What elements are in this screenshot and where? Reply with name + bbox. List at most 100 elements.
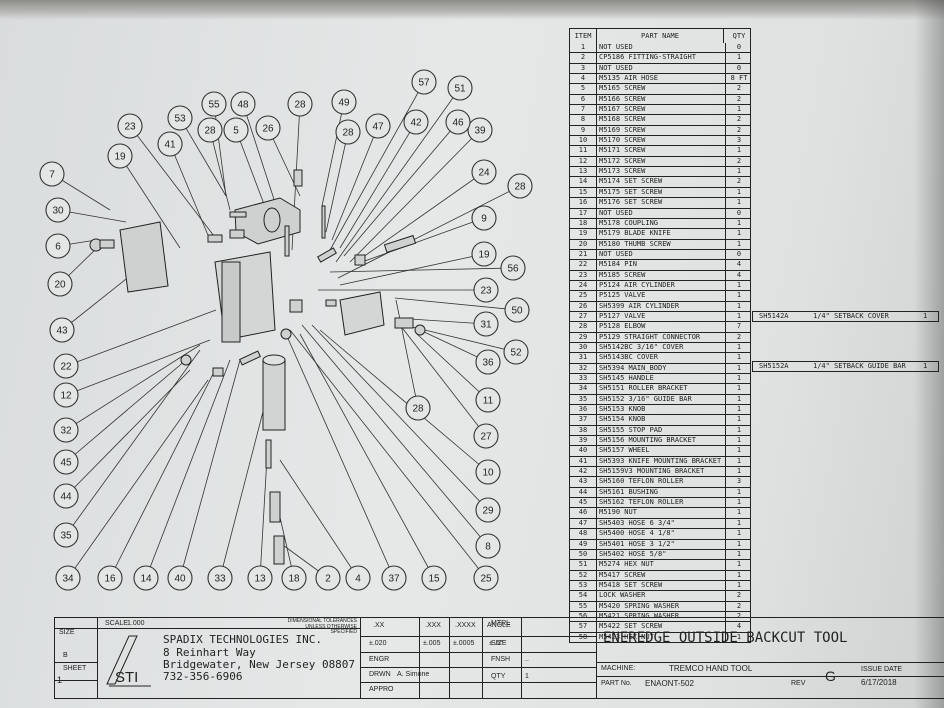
row-qty: 1 xyxy=(736,632,742,641)
leader-line xyxy=(335,87,461,263)
row-qty: 1 xyxy=(736,187,742,196)
balloon-number: 39 xyxy=(474,126,486,137)
machine-label: MACHINE: xyxy=(601,665,636,672)
row-item: 2 xyxy=(570,53,597,63)
issue-date-label: ISSUE DATE xyxy=(861,666,903,673)
row-qty: 3 xyxy=(736,477,742,486)
part-balloon: 53 xyxy=(167,105,193,131)
row-qty: 1 xyxy=(736,384,742,393)
part-balloon: 39 xyxy=(467,117,493,143)
balloon-number: 37 xyxy=(388,574,400,585)
row-item: 5 xyxy=(570,84,597,94)
leader-line xyxy=(109,369,216,579)
balloon-number: 55 xyxy=(208,100,220,111)
row-qty: 1 xyxy=(736,198,742,207)
row-item: 27 xyxy=(570,311,597,322)
part-balloon: 44 xyxy=(53,483,79,509)
row-part-name: SH5142BC 3/16" COVER xyxy=(597,342,726,353)
row-qty: 2 xyxy=(736,332,742,341)
part-balloon: 18 xyxy=(281,565,307,591)
row-qty: 1 xyxy=(736,425,742,434)
part-balloon: 16 xyxy=(97,565,123,591)
row-qty: 1 xyxy=(736,229,742,238)
alternate-part-qty: 1 xyxy=(923,312,928,320)
title-block: SIZE SCALE 1.000 B SHEET 1 STI SPADIX TE… xyxy=(54,617,944,699)
row-item: 50 xyxy=(570,549,597,560)
leader-line xyxy=(289,329,487,579)
row-part-name: M5175 SET SCREW xyxy=(597,187,726,198)
row-item: 39 xyxy=(570,436,597,446)
part-balloon: 5 xyxy=(223,117,249,143)
leader-line xyxy=(319,329,489,473)
row-qty: 1 xyxy=(736,353,742,362)
row-qty: 0 xyxy=(736,249,742,258)
leader-line xyxy=(355,171,485,263)
row-part-name: SH5157 WHEEL xyxy=(597,446,726,456)
balloon-number: 5 xyxy=(233,126,239,137)
balloon-number: 57 xyxy=(418,78,430,89)
row-qty: 2 xyxy=(736,177,742,186)
leader-line xyxy=(329,81,425,251)
part-balloon: 56 xyxy=(500,255,526,281)
row-part-name: M5176 SET SCREW xyxy=(597,198,726,208)
balloon-number: 49 xyxy=(338,98,350,109)
row-part-name: SH5401 HOSE 3 1/2" xyxy=(597,539,726,549)
part-balloon: 35 xyxy=(53,522,79,548)
row-item: 49 xyxy=(570,539,597,549)
row-item: 10 xyxy=(570,136,597,146)
row-item: 19 xyxy=(570,229,597,239)
row-part-name: M5422 SET SCREW xyxy=(597,622,726,632)
row-part-name: P5125 VALVE xyxy=(597,291,726,301)
row-item: 28 xyxy=(570,322,597,332)
balloon-number: 28 xyxy=(204,126,216,137)
row-qty: 1 xyxy=(736,342,742,351)
row-item: 12 xyxy=(570,156,597,167)
row-part-name: SH5393 KNIFE MOUNTING BRACKET xyxy=(597,456,726,467)
leader-line xyxy=(339,121,417,249)
balloon-number: 28 xyxy=(514,182,526,193)
row-qty: 1 xyxy=(736,363,742,372)
row-qty: 1 xyxy=(736,436,742,445)
leader-line xyxy=(325,131,349,233)
row-qty: 1 xyxy=(736,539,742,548)
row-item: 15 xyxy=(570,187,597,198)
leader-line xyxy=(329,267,514,273)
leader-line xyxy=(321,101,345,207)
row-qty: 1 xyxy=(736,146,742,155)
size2-label: SIZE xyxy=(491,640,507,647)
part-balloon: 6 xyxy=(45,233,71,259)
row-item: 8 xyxy=(570,115,597,125)
row-item: 16 xyxy=(570,198,597,208)
part-balloon: 33 xyxy=(207,565,233,591)
fnsh-label: FNSH xyxy=(491,656,511,663)
balloon-number: 43 xyxy=(56,326,68,337)
part-balloon: 42 xyxy=(403,109,429,135)
row-qty: 1 xyxy=(736,311,742,320)
company-address-1: 8 Reinhart Way xyxy=(163,646,256,659)
part-balloon: 48 xyxy=(230,91,256,117)
balloon-number: 18 xyxy=(288,574,300,585)
part-balloon: 14 xyxy=(133,565,159,591)
balloon-number: 36 xyxy=(482,358,494,369)
sheet-label: SHEET xyxy=(63,665,87,672)
parts-list-header: ITEM PART NAME QTY xyxy=(569,28,751,43)
part-balloon: 40 xyxy=(167,565,193,591)
row-part-name: M5274 HEX NUT xyxy=(597,560,726,570)
row-qty: 2 xyxy=(736,84,742,93)
leader-line xyxy=(394,297,518,311)
balloon-number: 33 xyxy=(214,574,226,585)
